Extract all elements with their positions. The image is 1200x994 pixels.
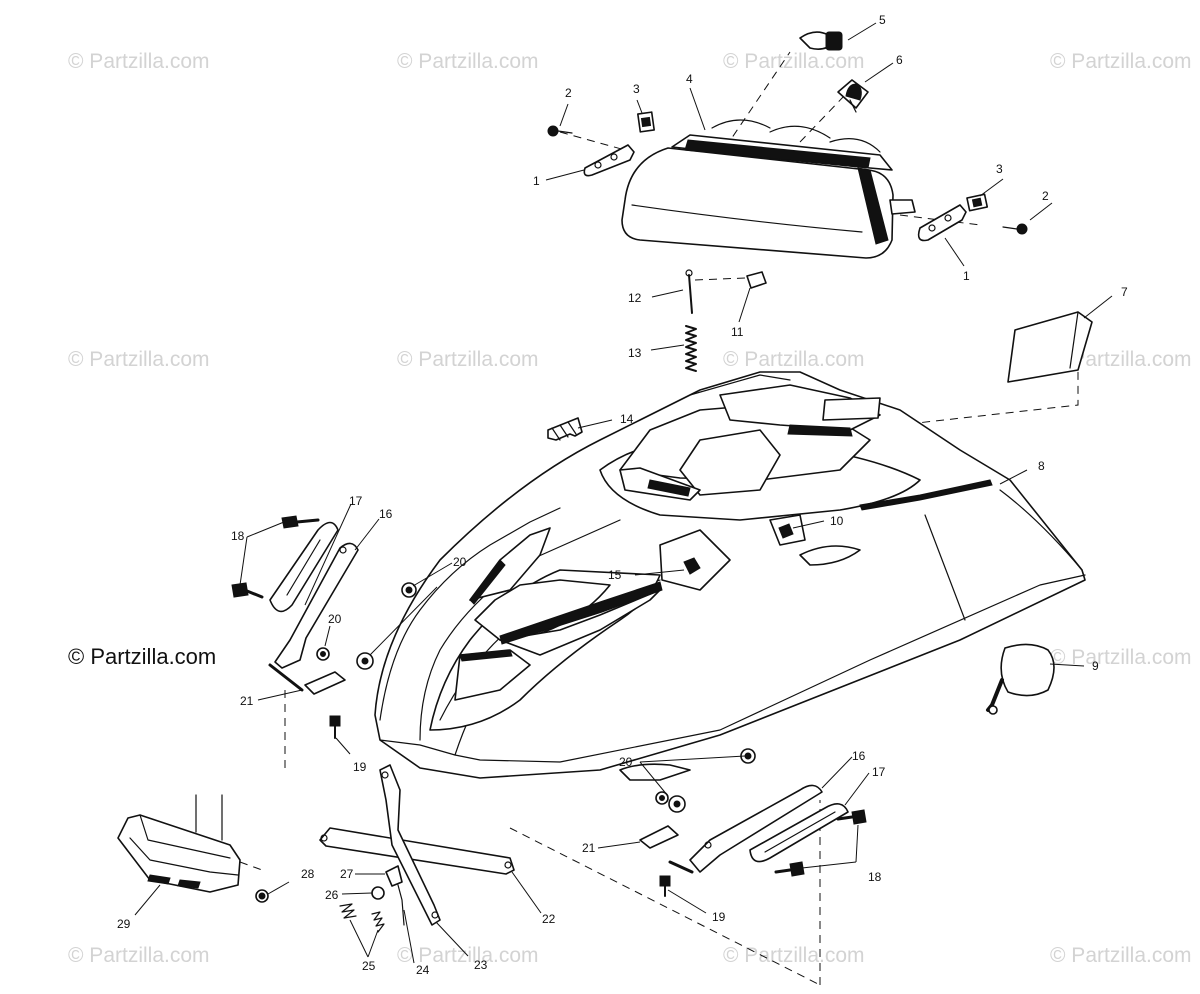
bolt-upper-right — [836, 809, 867, 825]
mount-plate-left — [269, 521, 339, 613]
watermark: © Partzilla.com — [1050, 50, 1192, 73]
callout-label: 24 — [416, 963, 430, 977]
latch-right — [639, 825, 679, 849]
callout-label: 29 — [117, 917, 131, 931]
callout-labels: 2 3 4 5 6 1 3 2 1 12 11 13 7 14 8 10 15 … — [117, 13, 1128, 977]
callout-label: 2 — [565, 86, 572, 100]
callout-label: 16 — [379, 507, 393, 521]
callout-label: 11 — [731, 325, 744, 339]
clevis-pin — [385, 865, 403, 887]
nut-mid-right — [655, 791, 669, 805]
callout-label: 1 — [533, 174, 540, 188]
watermark: © Partzilla.com — [723, 348, 865, 371]
screw-19-right — [659, 875, 671, 897]
rubber-pad — [547, 417, 583, 441]
watermark: © Partzilla.com — [68, 348, 210, 371]
callout-label: 3 — [633, 82, 640, 96]
callout-label: 19 — [353, 760, 367, 774]
callout-label: 22 — [542, 912, 556, 926]
spring — [685, 325, 697, 372]
callout-label: 14 — [620, 412, 634, 426]
support-frame — [319, 764, 515, 926]
callout-label: 20 — [619, 755, 633, 769]
washer — [371, 886, 385, 900]
callout-label: 10 — [830, 514, 844, 528]
watermark: © Partzilla.com — [1050, 348, 1192, 371]
callout-label: 18 — [868, 870, 882, 884]
callout-label: 8 — [1038, 459, 1045, 473]
callout-label: 21 — [240, 694, 254, 708]
callout-label: 7 — [1121, 285, 1128, 299]
wedge-block — [1007, 311, 1093, 383]
callout-label: 4 — [686, 72, 693, 86]
pin — [685, 269, 693, 314]
callout-label: 13 — [628, 346, 642, 360]
nut-lower-right — [668, 795, 686, 813]
callout-label: 17 — [872, 765, 886, 779]
watermark-dark: © Partzilla.com — [68, 644, 216, 669]
mirror — [986, 643, 1055, 715]
leader-lines — [134, 22, 1113, 964]
callout-label: 25 — [362, 959, 376, 973]
callout-label: 5 — [879, 13, 886, 27]
bulb — [799, 31, 843, 51]
bracket-right — [917, 204, 967, 242]
callout-label: 2 — [1042, 189, 1049, 203]
callout-label: 27 — [340, 867, 354, 881]
nut-mid-left — [316, 647, 330, 661]
watermark: © Partzilla.com — [1050, 646, 1192, 669]
screw-right — [1002, 223, 1028, 235]
screw-left — [547, 125, 573, 137]
latch-left — [304, 671, 346, 695]
bracket-left — [583, 144, 635, 177]
watermark: © Partzilla.com — [723, 944, 865, 967]
tension-spring — [339, 903, 385, 933]
bolt-lower-left — [231, 582, 264, 599]
callout-label: 9 — [1092, 659, 1099, 673]
nut-lower-left — [356, 652, 374, 670]
front-bumper — [117, 794, 241, 893]
bolt-lower-right — [774, 861, 805, 877]
watermark: © Partzilla.com — [397, 348, 539, 371]
bolt-upper-left — [281, 515, 320, 529]
callout-label: 17 — [349, 494, 363, 508]
callout-label: 20 — [328, 612, 342, 626]
cotter-pin — [397, 884, 405, 926]
mount-bracket-left — [268, 542, 359, 692]
callout-label: 12 — [628, 291, 642, 305]
callout-label: 3 — [996, 162, 1003, 176]
callout-label: 6 — [896, 53, 903, 67]
callout-label: 16 — [852, 749, 866, 763]
hood-body — [374, 371, 1086, 781]
screw-19-left — [329, 715, 341, 739]
callout-label: 19 — [712, 910, 726, 924]
bulb-socket — [837, 79, 869, 113]
callout-label: 20 — [453, 555, 467, 569]
callout-label: 1 — [963, 269, 970, 283]
watermark: © Partzilla.com — [68, 944, 210, 967]
mount-plate-right — [749, 803, 849, 863]
callout-label: 15 — [608, 568, 622, 582]
mount-bracket-right — [668, 784, 823, 874]
clip-nut-right — [966, 193, 989, 212]
watermark: © Partzilla.com — [68, 50, 210, 73]
bolt-28 — [255, 889, 269, 903]
watermark: © Partzilla.com — [1050, 944, 1192, 967]
headlight-housing — [621, 119, 916, 259]
watermark: © Partzilla.com — [397, 50, 539, 73]
callout-label: 21 — [582, 841, 596, 855]
nut-upper-left — [401, 582, 417, 598]
callout-label: 18 — [231, 529, 245, 543]
watermark: © Partzilla.com — [723, 50, 865, 73]
callout-label: 28 — [301, 867, 315, 881]
callout-label: 26 — [325, 888, 339, 902]
clip-nut-left — [637, 111, 655, 133]
callout-label: 23 — [474, 958, 488, 972]
clip — [746, 271, 767, 289]
